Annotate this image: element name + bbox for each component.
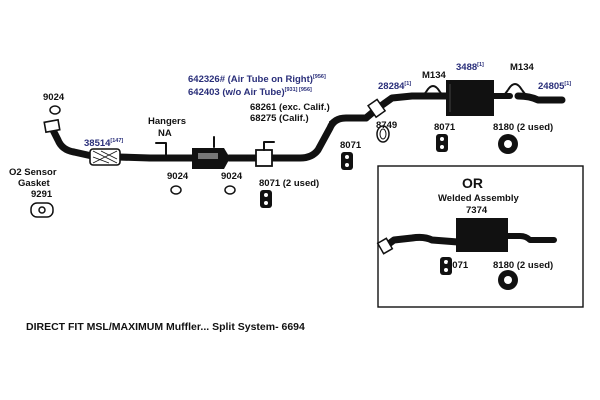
label-24805: 24805[1] bbox=[538, 81, 571, 92]
tailpipe-24805 bbox=[514, 92, 566, 104]
o2-gasket-9291 bbox=[30, 202, 54, 218]
gasket-9024-right bbox=[224, 185, 236, 195]
clamp-m134-left bbox=[422, 85, 444, 97]
label-welded-assembly: Welded Assembly bbox=[438, 193, 519, 204]
pipe-68261 bbox=[246, 104, 382, 167]
welded-assembly-inset bbox=[376, 165, 584, 308]
label-8071-2used: 8071 (2 used) bbox=[259, 178, 319, 189]
label-m134-left: M134 bbox=[422, 70, 446, 81]
label-3488: 3488[1] bbox=[456, 62, 484, 73]
insulator-8180 bbox=[498, 134, 518, 154]
label-gasket: Gasket bbox=[18, 178, 51, 189]
diagram-caption: DIRECT FIT MSL/MAXIMUM Muffler... Split … bbox=[26, 321, 305, 333]
flange-hanger bbox=[155, 142, 167, 159]
label-8749: 8749 bbox=[376, 120, 397, 131]
label-38514: 38514[147] bbox=[84, 138, 123, 149]
label-68275: 68275 (Calif.) bbox=[250, 113, 309, 124]
label-9291: 9291 bbox=[31, 189, 53, 200]
label-28284: 28284[1] bbox=[378, 81, 411, 92]
label-or: OR bbox=[462, 175, 483, 191]
label-o2-sensor: O2 Sensor bbox=[9, 167, 57, 178]
label-9024-top: 9024 bbox=[43, 92, 65, 103]
label-hangers-na: NA bbox=[158, 128, 172, 139]
label-8071-inset: 8071 bbox=[447, 260, 469, 271]
label-642326: 642326# (Air Tube on Right)[956] bbox=[188, 74, 326, 85]
label-68261: 68261 (exc. Calif.) bbox=[250, 102, 330, 113]
label-7374: 7374 bbox=[466, 205, 488, 216]
hanger-8071-right bbox=[436, 134, 448, 152]
label-9024-right: 9024 bbox=[221, 171, 243, 182]
label-8180-top: 8180 (2 used) bbox=[493, 122, 553, 133]
hanger-8071-upper bbox=[341, 152, 353, 170]
label-8180-inset: 8180 (2 used) bbox=[493, 260, 553, 271]
label-8071-mid: 8071 bbox=[340, 140, 362, 151]
gasket-9024-top bbox=[49, 105, 61, 115]
label-m134-right: M134 bbox=[510, 62, 534, 73]
label-642403: 642403 (w/o Air Tube)[931] [956] bbox=[188, 87, 312, 98]
muffler-3488 bbox=[446, 80, 513, 116]
clamp-m134-right bbox=[504, 83, 526, 95]
front-pipe-38514 bbox=[43, 118, 154, 166]
mid-pipe-642326 bbox=[146, 136, 254, 169]
pipe-28284 bbox=[367, 92, 450, 119]
gasket-9024-left bbox=[170, 185, 182, 195]
label-hangers: Hangers bbox=[148, 116, 186, 127]
gasket-8749 bbox=[376, 125, 390, 143]
hanger-8071-mid bbox=[260, 190, 272, 208]
label-8071-right: 8071 bbox=[434, 122, 456, 133]
label-9024-left: 9024 bbox=[167, 171, 189, 182]
